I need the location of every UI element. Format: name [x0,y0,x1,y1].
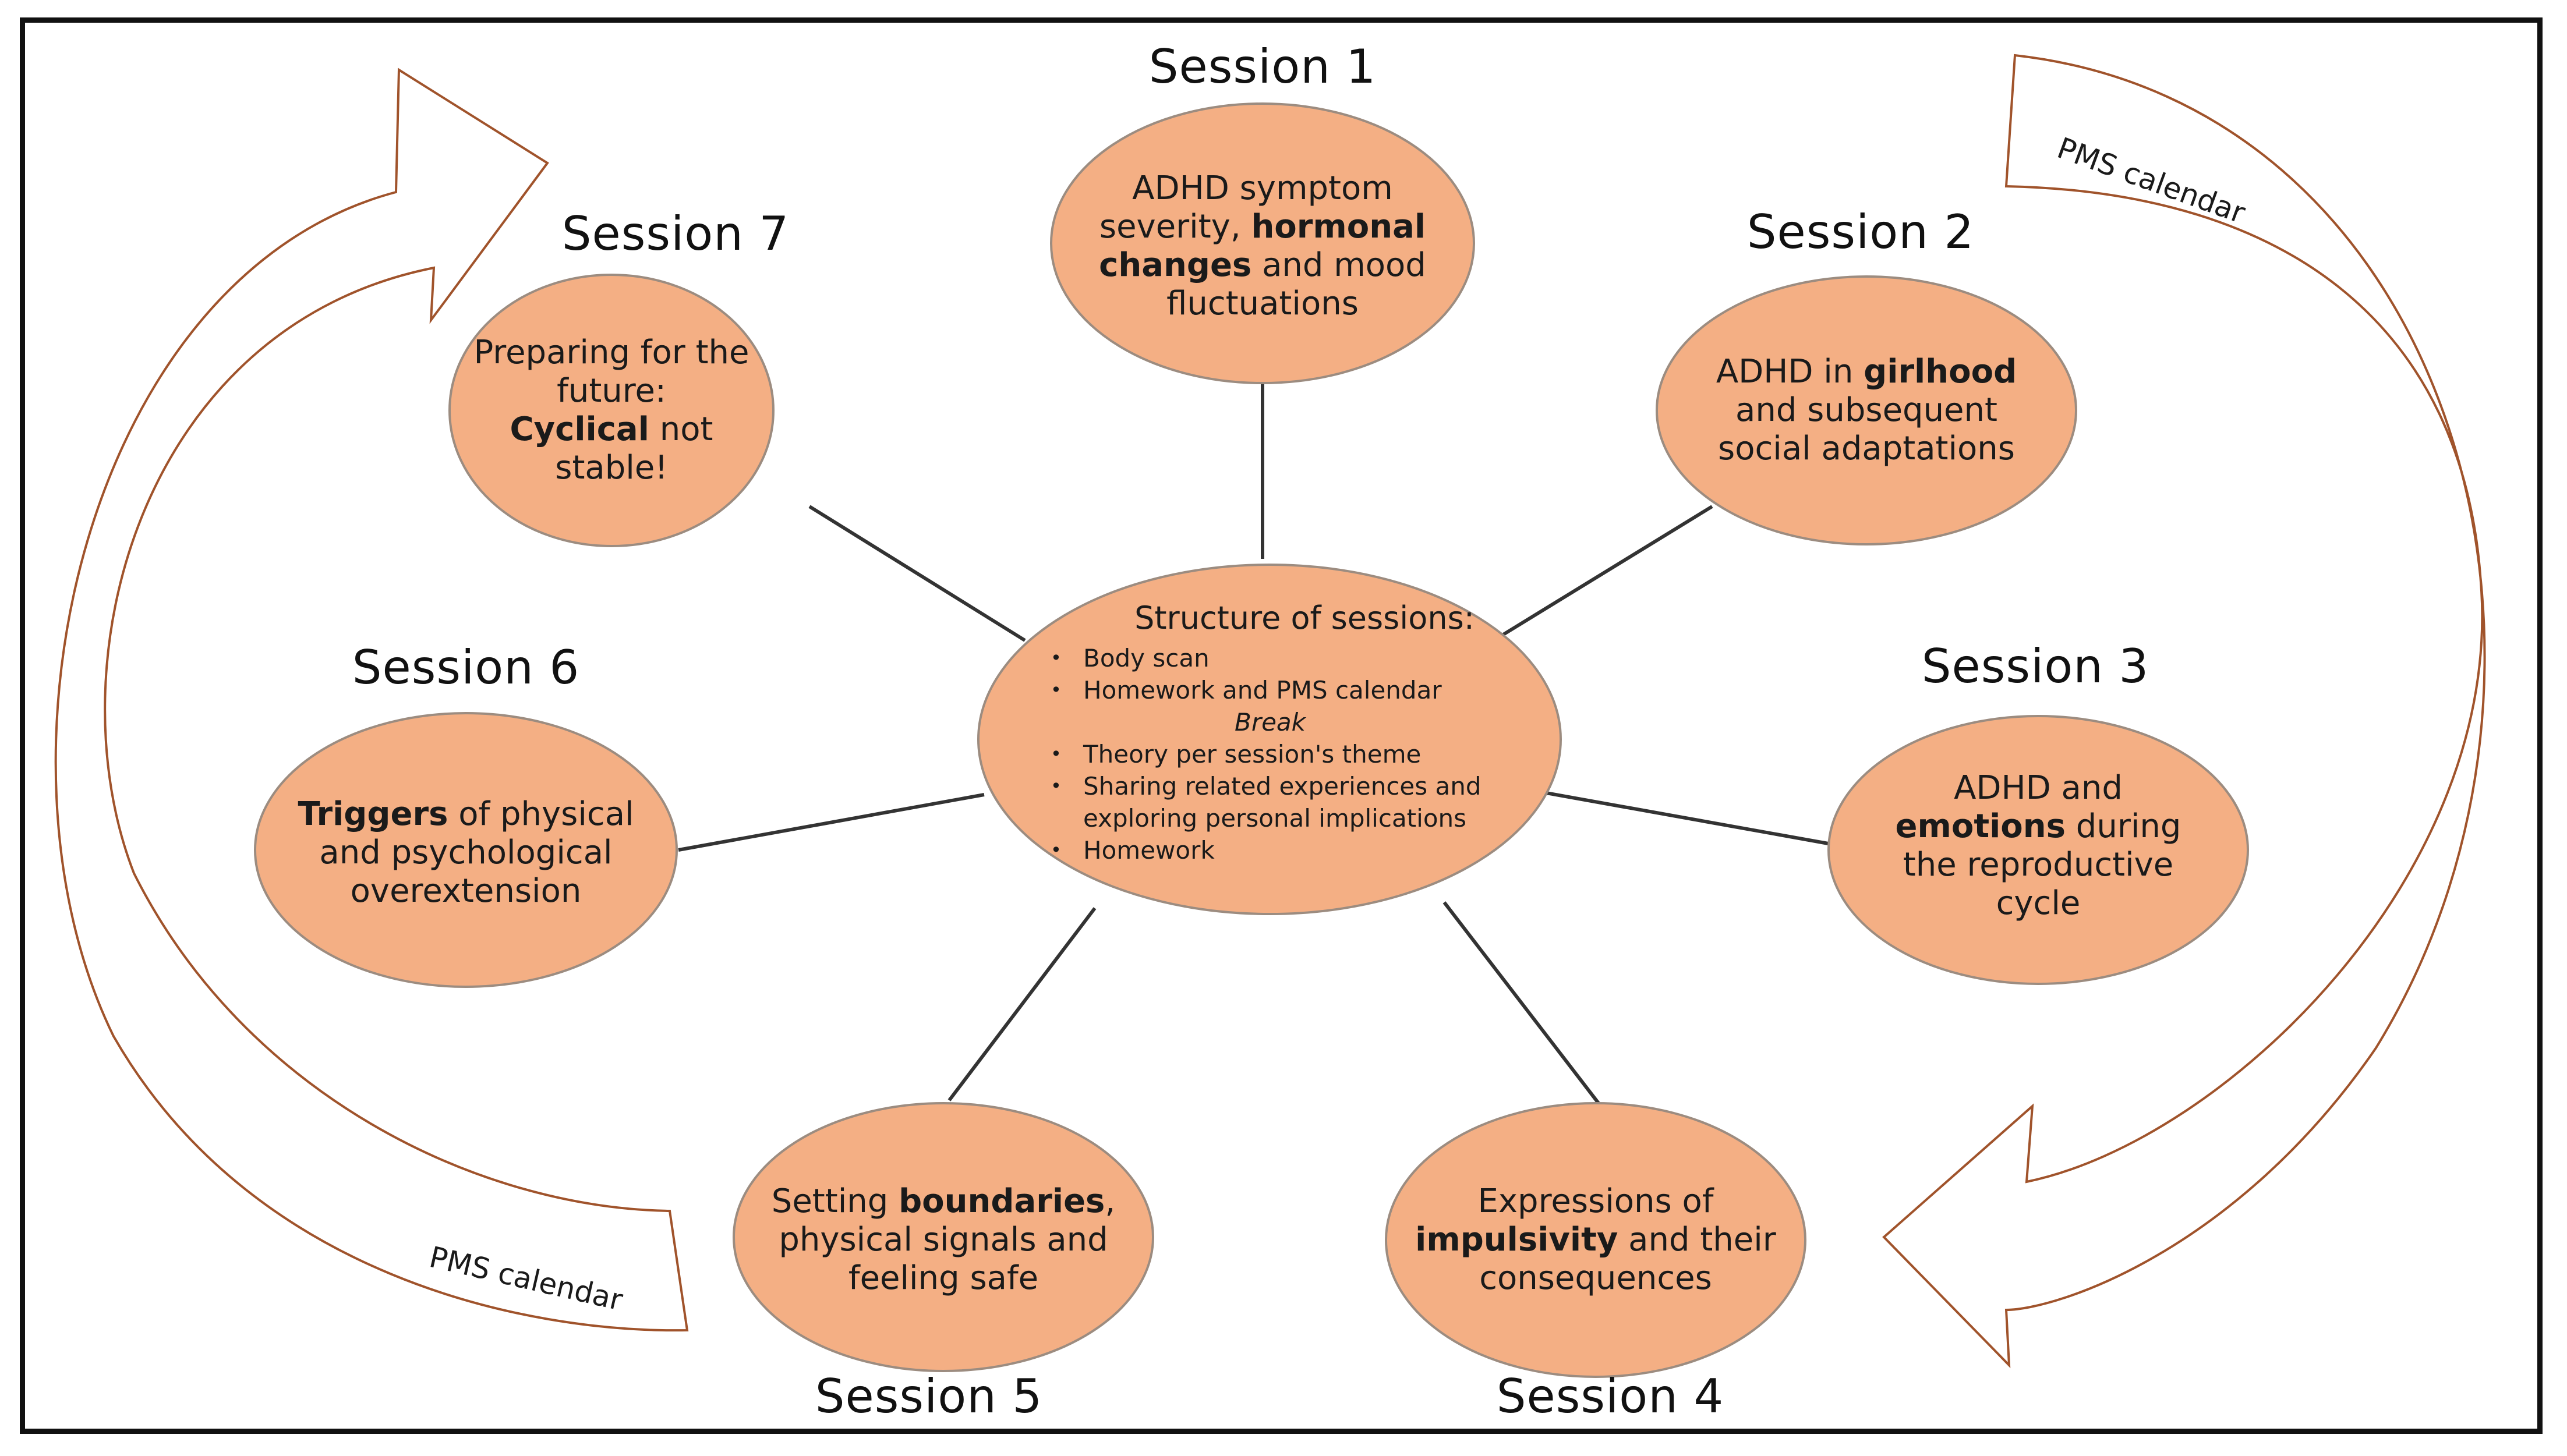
node-text-span: the reproductive [1903,846,2174,884]
session-3-node [1827,715,2249,985]
node-text-span: Expressions of [1477,1182,1714,1220]
connector-session-6 [678,793,985,852]
node-text-line: and subsequent [1680,391,2053,430]
session-7-node [448,274,775,547]
node-text-span: during [2065,807,2181,845]
emphasis-text: hormonal [1251,208,1426,246]
node-text-span: Preparing for the [473,334,749,371]
node-text-line: changes and mood [1076,246,1449,285]
node-text-line: overextension [280,872,652,911]
node-text-line: Expressions of [1409,1182,1782,1221]
node-text-line: Preparing for the [460,334,763,372]
emphasis-text: impulsivity [1415,1221,1618,1259]
node-text-line: Cyclical not stable! [460,410,763,487]
node-text-span: and subsequent [1735,391,1997,429]
connector-session-7 [808,505,1026,642]
list-item-continuation: exploring personal implications [1083,804,1467,832]
session-4-node [1385,1102,1806,1378]
node-text-line: ADHD symptom [1076,169,1449,208]
center-title: Structure of sessions: [1134,600,1475,636]
session-4-title: Session 4 [1496,1369,1724,1423]
node-text-span: and their [1618,1221,1776,1259]
emphasis-text: changes [1099,246,1252,284]
emphasis-text: Triggers [298,795,448,833]
emphasis-text: girlhood [1864,353,2017,391]
node-text-span: Setting [771,1182,899,1220]
node-text-span: not stable! [555,410,713,487]
connector-session-3 [1546,791,1832,846]
node-text-span: consequences [1479,1259,1712,1297]
list-item: Theory per session's theme [1048,738,1508,770]
node-text-span: feeling safe [848,1259,1039,1297]
node-text-span: and mood [1251,246,1426,284]
node-text-span: future: [557,372,666,410]
node-text-line: Setting boundaries, [757,1182,1130,1221]
node-text-span: of physical [448,795,634,833]
node-text-span: and psychological [319,834,613,872]
node-text-span: fluctuations [1166,285,1359,323]
session-6-title: Session 6 [352,640,580,695]
node-text-line: social adaptations [1680,430,2053,468]
session-3-title: Session 3 [1921,639,2149,693]
session-1-title: Session 1 [1148,40,1377,94]
session-5-node [733,1102,1154,1372]
session-7-title: Session 7 [561,207,790,261]
node-text-span: social adaptations [1718,430,2015,467]
node-text-span: ADHD symptom [1132,169,1393,207]
session-1-node [1050,102,1475,384]
list-item: Body scan [1048,642,1508,674]
node-text-line: and psychological [280,834,652,872]
connector-session-2 [1493,505,1713,642]
node-text-line: Triggers of physical [280,795,652,834]
node-text-line: fluctuations [1076,285,1449,323]
list-item: Sharing related experiences and [1048,770,1508,802]
node-text-line: emotions during [1852,807,2225,846]
node-text-line: the reproductive [1852,846,2225,884]
node-text-line: ADHD in girlhood [1680,353,2053,391]
right-cycle-arrow [1882,54,2486,1369]
list-item: Homework and PMS calendar [1048,674,1508,706]
node-text-span: physical signals and [779,1221,1108,1259]
emphasis-text: Cyclical [510,410,649,448]
connector-session-4 [1442,901,1600,1104]
node-text-span: ADHD and [1954,769,2123,807]
node-text-span: severity, [1099,208,1251,246]
session-2-title: Session 2 [1746,205,1975,259]
node-text-span: cycle [1996,884,2081,922]
node-text-line: cycle [1852,884,2225,923]
connector-session-5 [947,907,1097,1101]
node-text-line: future: [460,372,763,410]
node-text-line: consequences [1409,1259,1782,1298]
node-text-line: physical signals and [757,1221,1130,1259]
node-text-span: , [1105,1182,1116,1220]
emphasis-text: emotions [1895,807,2066,845]
emphasis-text: boundaries [899,1182,1105,1220]
list-item-break: Break [1235,708,1306,736]
node-text-line: feeling safe [757,1259,1130,1298]
list-item: Homework [1048,834,1508,866]
connectors [678,381,1832,1104]
center-list: Body scan Homework and PMS calendar Brea… [1048,642,1508,866]
node-text-span: ADHD in [1716,353,1864,391]
node-text-span: overextension [350,872,582,910]
node-text-line: severity, hormonal [1076,208,1449,246]
left-cycle-arrow [54,68,689,1332]
node-text-line: impulsivity and their [1409,1221,1782,1259]
session-2-node [1656,275,2077,545]
session-6-node [254,712,678,988]
session-5-title: Session 5 [815,1369,1043,1423]
node-text-line: ADHD and [1852,769,2225,807]
center-content: Structure of sessions: Body scan Homewor… [1048,600,1508,866]
